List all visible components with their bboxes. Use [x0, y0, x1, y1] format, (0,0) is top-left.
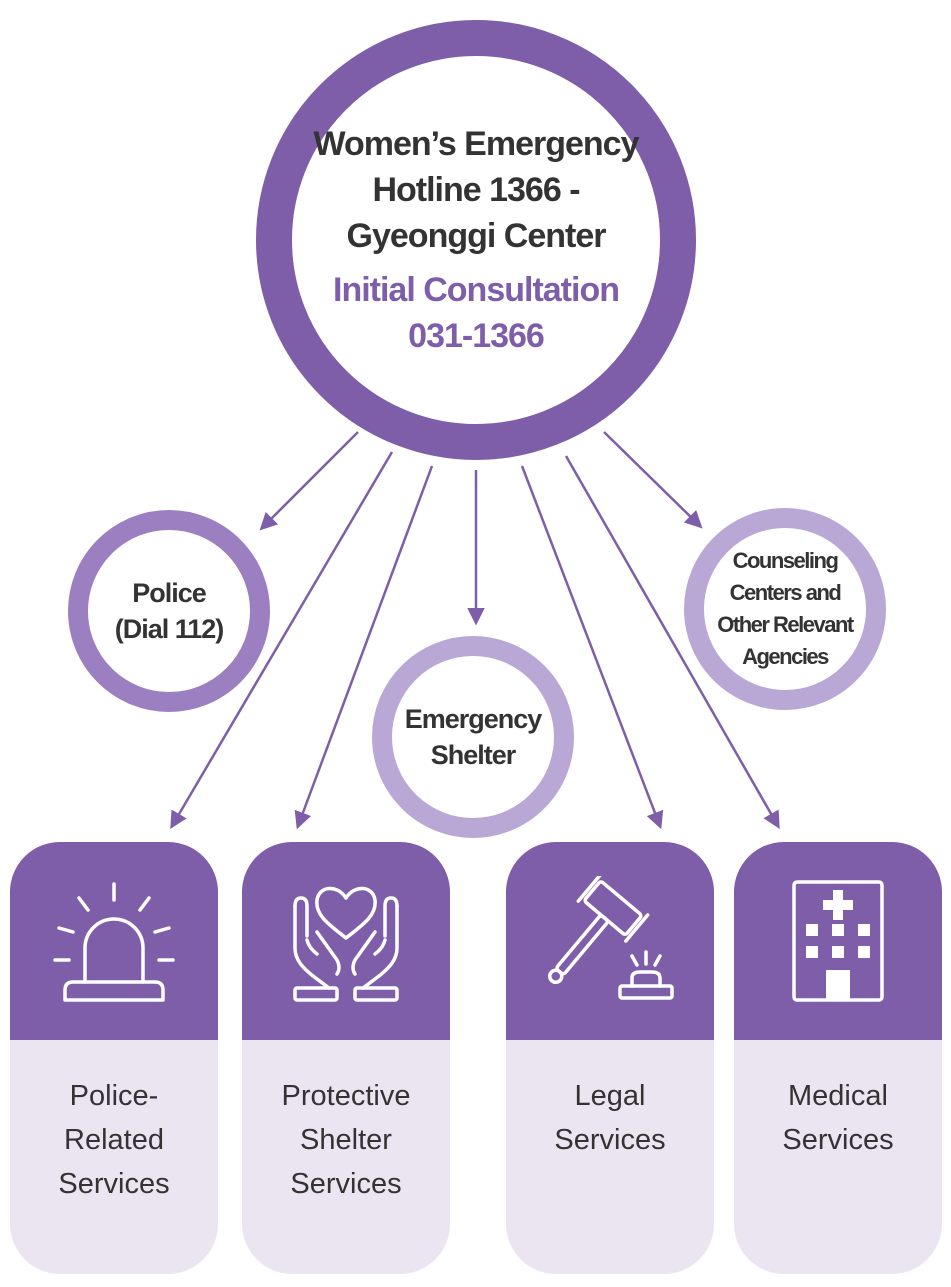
arrow-to-medical-services: [564, 455, 780, 830]
police-circle: Police (Dial 112): [68, 510, 270, 712]
police-related-services-card: Police- Related Services: [10, 842, 218, 1274]
police-services-line-1: Police-: [69, 1080, 159, 1112]
counseling-circle-line-4: Agencies: [742, 644, 829, 669]
medical-services-card: Medical Services: [734, 842, 942, 1274]
counseling-centers-circle: Counseling Centers and Other Relevant Ag…: [684, 508, 886, 710]
police-services-line-3: Services: [58, 1168, 170, 1200]
counseling-circle-line-1: Counseling: [732, 548, 839, 573]
legal-services-line-1: Legal: [574, 1080, 646, 1112]
protective-services-line-3: Services: [290, 1168, 402, 1200]
arrow-to-police-services: [170, 451, 394, 830]
arrow-to-counseling: [603, 431, 703, 529]
siren-icon: [53, 882, 175, 1002]
counseling-circle-line-3: Other Relevant: [717, 612, 854, 637]
police-services-line-2: Related: [64, 1124, 164, 1156]
legal-services-card: Legal Services: [506, 842, 714, 1274]
protective-shelter-services-card: Protective Shelter Services: [242, 842, 450, 1274]
legal-services-line-2: Services: [554, 1124, 666, 1156]
hub-title-line-3: Gyeonggi Center: [346, 217, 607, 255]
protective-services-line-1: Protective: [281, 1080, 411, 1112]
hub-subtitle-line-1: Initial Consultation: [333, 271, 620, 309]
arrow-to-legal-services: [520, 465, 664, 830]
gavel-icon: [548, 876, 674, 1000]
police-circle-line-2: (Dial 112): [114, 614, 225, 644]
medical-services-line-1: Medical: [788, 1080, 888, 1112]
hospital-icon: [792, 880, 884, 1002]
protective-services-line-2: Shelter: [300, 1124, 392, 1156]
hotline-hub-circle: Women’s Emergency Hotline 1366 - Gyeongg…: [256, 20, 696, 460]
hub-subtitle-line-2: 031-1366: [408, 317, 545, 355]
medical-services-line-2: Services: [782, 1124, 894, 1156]
emergency-shelter-circle: Emergency Shelter: [372, 636, 574, 838]
arrow-to-police: [259, 431, 359, 531]
shelter-circle-line-1: Emergency: [404, 704, 543, 734]
counseling-circle-line-2: Centers and: [729, 580, 842, 605]
arrow-to-protective-services: [294, 465, 434, 830]
police-circle-line-1: Police: [132, 578, 207, 608]
shelter-circle-line-2: Shelter: [430, 740, 517, 770]
hub-title-line-2: Hotline 1366 -: [372, 171, 580, 209]
hub-title-line-1: Women’s Emergency: [313, 125, 639, 163]
hands-heart-icon: [293, 886, 399, 1002]
